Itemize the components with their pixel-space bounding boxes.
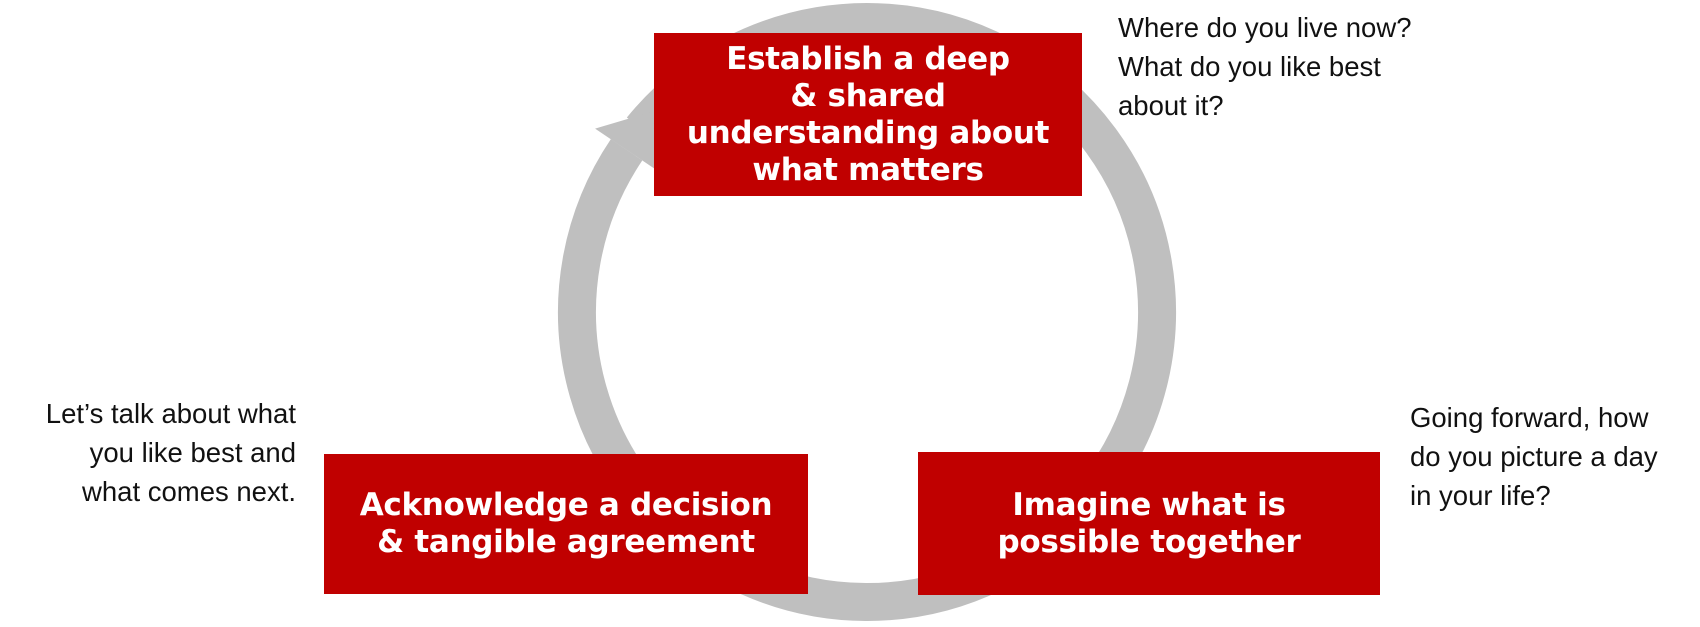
step-imagine-possible-label: Imagine what is possible together — [997, 486, 1301, 560]
question-note-left: Let’s talk about what you like best and … — [45, 398, 296, 507]
question-note-right: Going forward, how do you picture a day … — [1410, 402, 1658, 511]
cycle-arrow-head — [595, 111, 659, 172]
step-imagine-possible: Imagine what is possible together — [918, 452, 1380, 595]
step-establish-understanding: Establish a deep & shared understanding … — [654, 33, 1082, 196]
question-note-top: Where do you live now? What do you like … — [1118, 12, 1412, 121]
step-acknowledge-decision-label: Acknowledge a decision & tangible agreem… — [359, 487, 773, 560]
step-acknowledge-decision: Acknowledge a decision & tangible agreem… — [324, 454, 808, 594]
step-establish-understanding-label: Establish a deep & shared understanding … — [686, 40, 1050, 188]
